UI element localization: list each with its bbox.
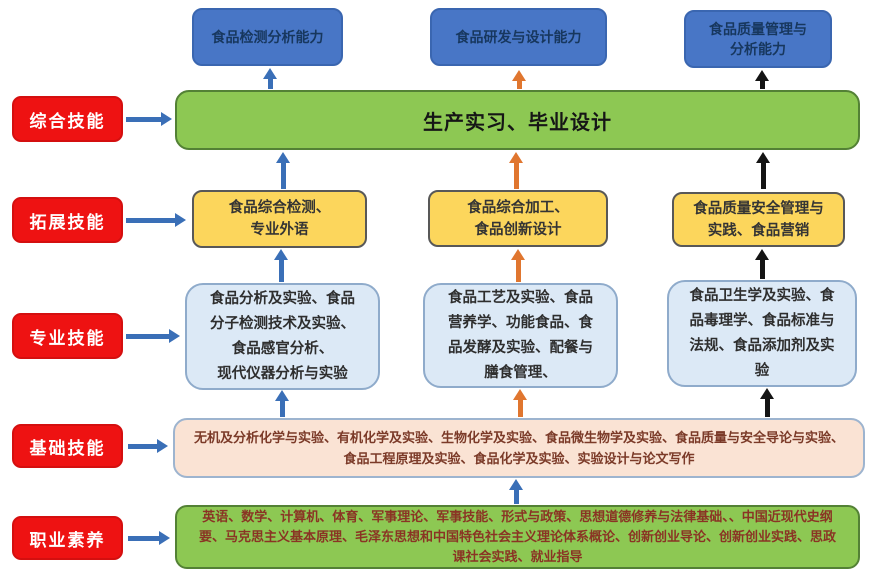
expand-skill-box-3: 食品质量安全管理与 实践、食品营销 — [672, 192, 845, 247]
arrow-up-career-to-foundation — [509, 479, 523, 504]
expand-skill-box-1: 食品综合检测、 专业外语 — [192, 190, 367, 248]
professional-skill-box-1: 食品分析及实验、食品 分子检测技术及实验、 食品感官分析、 现代仪器分析与实验 — [185, 283, 380, 390]
row-label-foundation: 基础技能 — [12, 424, 123, 468]
foundation-skills-box: 无机及分析化学与实验、有机化学及实验、生物化学及实验、食品微生物学及实验、食品质… — [173, 418, 865, 478]
capability-box-research-design: 食品研发与设计能力 — [430, 8, 607, 66]
row-label-comprehensive: 综合技能 — [12, 96, 123, 142]
arrow-up-professional-to-expand-3 — [755, 249, 769, 279]
comprehensive-skills-box: 生产实习、毕业设计 — [175, 90, 860, 150]
arrow-up-foundation-to-professional-2 — [513, 389, 527, 417]
capability-box-detection: 食品检测分析能力 — [192, 8, 343, 66]
arrow-right-label-comprehensive — [126, 112, 172, 126]
arrow-right-label-career — [128, 531, 170, 545]
capability-box-quality-management: 食品质量管理与 分析能力 — [684, 10, 832, 68]
row-label-expand: 拓展技能 — [12, 197, 123, 243]
professional-skill-box-3: 食品卫生学及实验、食 品毒理学、食品标准与 法规、食品添加剂及实 验 — [667, 280, 857, 387]
row-label-professional: 专业技能 — [12, 313, 123, 359]
arrow-up-professional-to-expand-1 — [274, 249, 288, 282]
arrow-up-foundation-to-professional-1 — [275, 390, 289, 417]
arrow-right-label-expand — [126, 213, 186, 227]
arrow-up-expand-to-main-2 — [509, 152, 523, 189]
career-quality-box: 英语、数学、计算机、体育、军事理论、军事技能、形式与政策、思想道德修养与法律基础… — [175, 505, 860, 569]
professional-skill-box-2: 食品工艺及实验、食品 营养学、功能食品、食 品发酵及实验、配餐与 膳食管理、 — [423, 283, 618, 388]
arrow-right-label-foundation — [128, 439, 168, 453]
arrow-right-label-professional — [126, 329, 180, 343]
arrow-up-professional-to-expand-2 — [511, 249, 525, 282]
arrow-up-expand-to-main-3 — [756, 152, 770, 189]
arrow-up-main-to-capability-2 — [512, 70, 526, 89]
arrow-up-expand-to-main-1 — [276, 152, 290, 189]
arrow-up-main-to-capability-3 — [755, 70, 769, 89]
arrow-up-foundation-to-professional-3 — [760, 388, 774, 417]
expand-skill-box-2: 食品综合加工、 食品创新设计 — [428, 190, 608, 247]
arrow-up-main-to-capability-1 — [263, 68, 277, 89]
row-label-career: 职业素养 — [12, 516, 123, 560]
